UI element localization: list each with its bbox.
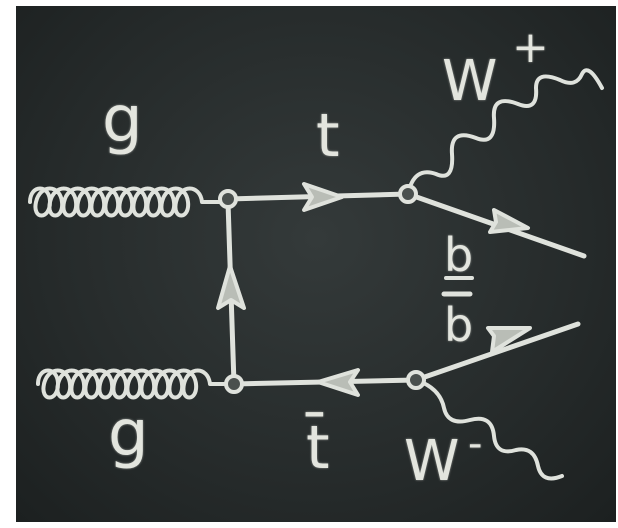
anti-b-quark-label: b	[444, 298, 474, 352]
vertex-bottom-left	[224, 374, 244, 394]
vertex-top-left	[218, 189, 238, 209]
gluon-label-bottom: g	[108, 397, 149, 471]
gluon-line-bottom	[36, 368, 234, 400]
w-minus-boson-line	[414, 378, 564, 481]
gluon-line-top	[28, 186, 228, 218]
w-minus-charge: -	[468, 421, 483, 467]
w-plus-charge: +	[512, 22, 549, 73]
w-plus-boson-line	[406, 68, 604, 196]
gluon-label-top: g	[102, 83, 143, 157]
top-quark-label: t	[316, 101, 340, 171]
anti-b-quark-line	[413, 321, 581, 383]
feynman-diagram	[28, 68, 604, 481]
antitop-quark-label: t̄	[306, 413, 330, 483]
chalkboard: g g t t̄ W + W - b b	[16, 6, 616, 522]
top-quark-arrow	[302, 182, 344, 212]
w-minus-label: W	[404, 429, 460, 494]
b-quark-arrow	[488, 208, 530, 234]
b-quark-label: b	[444, 228, 474, 282]
vertex-top-right	[398, 184, 418, 204]
w-plus-label: W	[442, 49, 498, 114]
anti-b-quark-arrow	[486, 326, 532, 354]
vertex-bottom-right	[406, 370, 426, 390]
antitop-quark-arrow	[316, 368, 360, 397]
virtual-quark-arrow	[216, 264, 246, 310]
